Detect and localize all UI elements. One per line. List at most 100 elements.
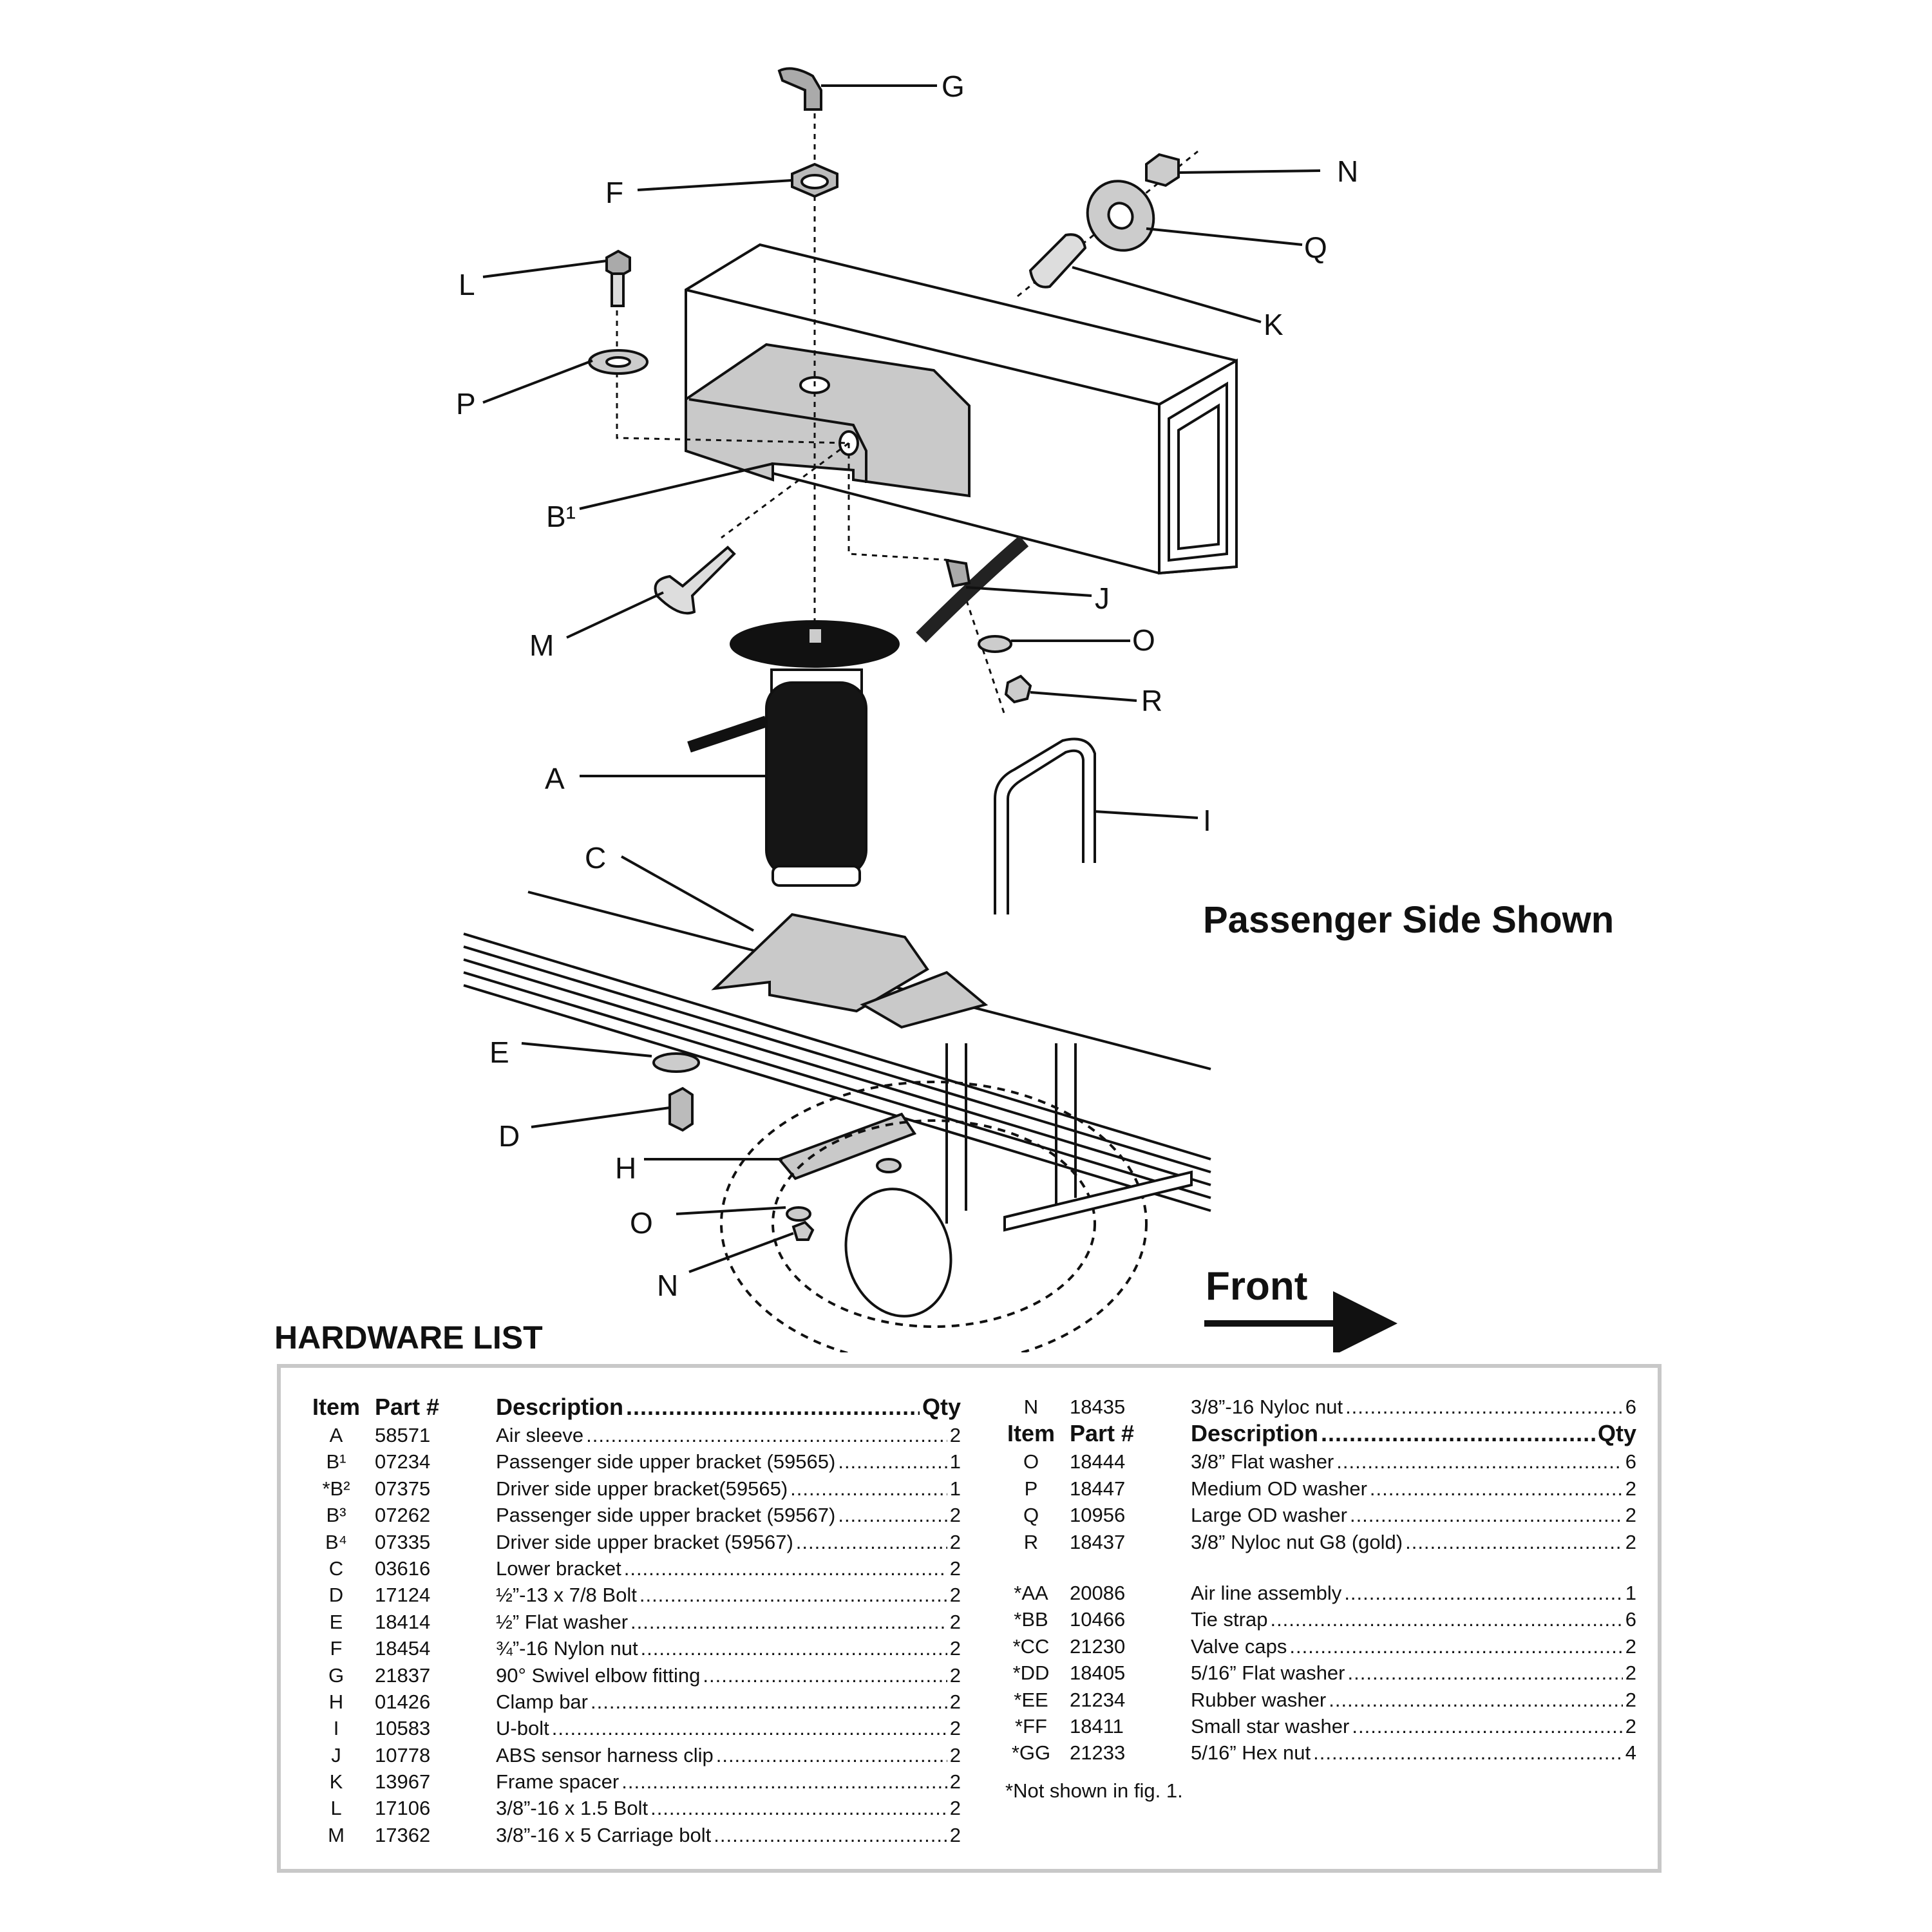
callout-f: F bbox=[605, 176, 623, 209]
row-part: 07234 bbox=[375, 1450, 431, 1473]
row-item: B¹ bbox=[326, 1450, 346, 1473]
row-qty: 2 bbox=[949, 1717, 961, 1740]
table-header-row: Item Part # Description Qty bbox=[992, 1420, 1636, 1448]
callout-n-top: N bbox=[1337, 155, 1358, 188]
table-row: D 17124 ½”-13 x 7/8 Bolt 2 bbox=[298, 1582, 961, 1608]
row-part: 17124 bbox=[375, 1584, 431, 1607]
callout-o-top: O bbox=[1132, 623, 1155, 657]
exploded-assembly-diagram: G F N Q L K P B¹ M J O R A I C E D H O N bbox=[456, 67, 1397, 1352]
row-description: Passenger side upper bracket (59567) bbox=[496, 1504, 836, 1527]
row-qty: 2 bbox=[949, 1557, 961, 1580]
row-item: *GG bbox=[1011, 1741, 1051, 1765]
view-note: Passenger Side Shown bbox=[1203, 899, 1615, 941]
callout-m: M bbox=[529, 629, 554, 662]
row-description: U-bolt bbox=[496, 1717, 549, 1740]
row-item: J bbox=[331, 1743, 341, 1766]
header-item: Item bbox=[312, 1394, 361, 1420]
row-item: M bbox=[328, 1823, 345, 1846]
callout-j: J bbox=[1095, 582, 1110, 615]
row-description: Tie strap bbox=[1191, 1608, 1268, 1631]
callout-labels: G F N Q L K P B¹ M J O R A I C E D H O N bbox=[456, 70, 1358, 1302]
row-qty: 2 bbox=[1625, 1530, 1636, 1553]
row-part: 01426 bbox=[375, 1690, 431, 1713]
row-item: *DD bbox=[1012, 1662, 1050, 1685]
header-qty: Qty bbox=[922, 1394, 961, 1420]
header-description: Description bbox=[496, 1394, 624, 1420]
row-item: H bbox=[328, 1690, 344, 1713]
row-qty: 2 bbox=[949, 1743, 961, 1766]
row-item: R bbox=[1023, 1530, 1039, 1553]
row-part: 07335 bbox=[375, 1530, 431, 1553]
row-description: Large OD washer bbox=[1191, 1504, 1347, 1527]
row-description: Small star washer bbox=[1191, 1714, 1350, 1738]
row-qty: 2 bbox=[1625, 1504, 1636, 1527]
row-item: O bbox=[1023, 1450, 1039, 1473]
row-description: ¾”-16 Nylon nut bbox=[496, 1637, 638, 1660]
row-item: E bbox=[329, 1610, 343, 1633]
row-item: C bbox=[328, 1557, 344, 1580]
row-description: Driver side upper bracket (59567) bbox=[496, 1530, 793, 1553]
air-line-and-clip bbox=[916, 535, 1032, 704]
header-item: Item bbox=[1007, 1420, 1056, 1447]
callout-a: A bbox=[545, 762, 565, 795]
row-part: 21233 bbox=[1070, 1741, 1126, 1765]
row-part: 10778 bbox=[375, 1743, 431, 1766]
row-qty: 6 bbox=[1625, 1450, 1636, 1473]
row-item: P bbox=[1024, 1477, 1038, 1500]
row-part: 17106 bbox=[375, 1797, 431, 1820]
row-description: Medium OD washer bbox=[1191, 1477, 1367, 1500]
row-qty: 2 bbox=[949, 1797, 961, 1820]
table-row: N 18435 3/8”-16 Nyloc nut 6 bbox=[992, 1394, 1636, 1420]
callout-i: I bbox=[1203, 804, 1211, 837]
row-qty: 2 bbox=[949, 1663, 961, 1687]
row-qty: 1 bbox=[949, 1450, 961, 1473]
footnote: *Not shown in fig. 1. bbox=[1005, 1779, 1183, 1802]
row-qty: 2 bbox=[1625, 1662, 1636, 1685]
row-description: 3/8” Nyloc nut G8 (gold) bbox=[1191, 1530, 1403, 1553]
callout-h: H bbox=[615, 1151, 636, 1185]
row-qty: 2 bbox=[949, 1637, 961, 1660]
row-item: *CC bbox=[1012, 1634, 1050, 1658]
row-description: 5/16” Hex nut bbox=[1191, 1741, 1311, 1765]
row-qty: 2 bbox=[949, 1584, 961, 1607]
row-item: *B² bbox=[322, 1477, 350, 1500]
row-part: 07375 bbox=[375, 1477, 431, 1500]
row-qty: 2 bbox=[1625, 1714, 1636, 1738]
row-description: ½”-13 x 7/8 Bolt bbox=[496, 1584, 637, 1607]
callout-b1: B¹ bbox=[546, 500, 576, 533]
row-description: Air line assembly bbox=[1191, 1581, 1342, 1604]
row-item: A bbox=[329, 1424, 343, 1446]
row-description: ABS sensor harness clip bbox=[496, 1743, 714, 1766]
air-sleeve bbox=[687, 620, 900, 887]
row-description: Air sleeve bbox=[496, 1424, 584, 1446]
leaf-spring-and-axle bbox=[463, 891, 1211, 1352]
hardware-parts-top bbox=[588, 67, 838, 375]
row-item: L bbox=[330, 1797, 342, 1820]
callout-p: P bbox=[456, 387, 476, 421]
row-qty: 1 bbox=[949, 1477, 961, 1500]
row-item: I bbox=[333, 1717, 339, 1740]
callout-c: C bbox=[585, 841, 606, 875]
row-item: D bbox=[328, 1584, 344, 1607]
row-qty: 2 bbox=[949, 1690, 961, 1713]
callout-o-bottom: O bbox=[630, 1206, 653, 1240]
row-description: Frame spacer bbox=[496, 1770, 620, 1794]
row-description: 3/8” Flat washer bbox=[1191, 1450, 1334, 1473]
row-description: 90° Swivel elbow fitting bbox=[496, 1663, 701, 1687]
row-part: 07262 bbox=[375, 1504, 431, 1527]
